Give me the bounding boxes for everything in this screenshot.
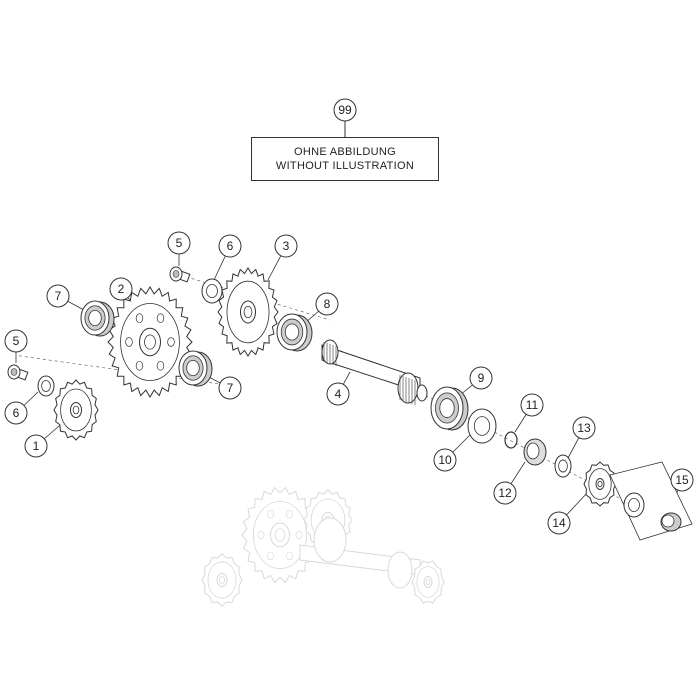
callout-label: 5 <box>13 334 20 348</box>
gear-1 <box>53 379 99 441</box>
note-line-german: OHNE ABBILDUNG <box>293 146 396 158</box>
gear-3 <box>217 267 279 357</box>
callout-circle <box>493 481 517 505</box>
callout-circle <box>4 401 28 425</box>
ghost-assembly-preview <box>201 486 445 607</box>
callout-circle <box>572 416 596 440</box>
callout-label: 12 <box>498 486 512 500</box>
washer-13 <box>554 454 572 478</box>
callout-circle <box>520 393 544 417</box>
screw-5-upper <box>169 266 191 283</box>
callout-circle <box>469 366 493 390</box>
callout-circle <box>547 511 571 535</box>
callout-label: 5 <box>176 236 183 250</box>
screw-5-lower <box>7 364 29 381</box>
shaft-4 <box>321 339 428 405</box>
callout-c2: 2 <box>109 277 133 301</box>
kit-washer <box>623 492 645 518</box>
ghost-gear-large <box>241 486 319 584</box>
callout-c5b: 5 <box>4 329 28 353</box>
callout-c11: 11 <box>520 393 544 417</box>
callout-label: 1 <box>33 439 40 453</box>
callout-label: 10 <box>438 453 452 467</box>
callout-label: 2 <box>118 282 125 296</box>
ghost-sprocket <box>411 560 445 604</box>
callout-99-label: 99 <box>338 103 352 117</box>
callout-label: 9 <box>478 371 485 385</box>
callout-label: 14 <box>552 516 566 530</box>
no-illustration-note: OHNE ABBILDUNG WITHOUT ILLUSTRATION <box>251 137 439 181</box>
callout-label: 15 <box>675 473 689 487</box>
kit-15 <box>609 461 693 541</box>
gear-2 <box>107 286 193 398</box>
bearing-7-lower <box>178 350 213 387</box>
callout-c6a: 6 <box>218 234 242 258</box>
callout-c6b: 6 <box>4 401 28 425</box>
callout-c14: 14 <box>547 511 571 535</box>
callout-c10: 10 <box>433 448 457 472</box>
callout-circle <box>167 231 191 255</box>
seal-10 <box>467 408 497 444</box>
callout-label: 6 <box>13 406 20 420</box>
kit-nut <box>660 512 682 532</box>
bearing-7-upper <box>80 300 115 337</box>
callout-circle <box>4 329 28 353</box>
callout-label: 13 <box>577 421 591 435</box>
callout-c13: 13 <box>572 416 596 440</box>
callout-circle <box>24 434 48 458</box>
callout-circle <box>109 277 133 301</box>
callout-label: 7 <box>55 289 62 303</box>
callout-circle <box>218 376 242 400</box>
callout-circle <box>670 468 694 492</box>
callout-c1: 1 <box>24 434 48 458</box>
callout-circle <box>315 292 339 316</box>
callout-label: 6 <box>227 239 234 253</box>
callout-c12: 12 <box>493 481 517 505</box>
callout-label: 8 <box>324 297 331 311</box>
spacer-12 <box>523 438 547 466</box>
ghost-gear-small <box>201 553 243 607</box>
ghost-bearing-2 <box>387 551 413 589</box>
callout-circle <box>274 234 298 258</box>
callout-c9: 9 <box>469 366 493 390</box>
o-ring-11 <box>504 431 518 449</box>
callout-c7b: 7 <box>218 376 242 400</box>
bearing-9 <box>430 386 469 431</box>
washer-6-lower <box>37 375 55 397</box>
callout-c8: 8 <box>315 292 339 316</box>
callout-c3: 3 <box>274 234 298 258</box>
note-line-english: WITHOUT ILLUSTRATION <box>275 160 415 172</box>
sprocket-14 <box>583 461 617 507</box>
callout-c5a: 5 <box>167 231 191 255</box>
callout-circle <box>433 448 457 472</box>
callout-c4: 4 <box>326 382 350 406</box>
parts <box>7 266 693 541</box>
callout-c7a: 7 <box>46 284 70 308</box>
callout-circle <box>326 382 350 406</box>
ghost-bearing <box>313 517 347 563</box>
callout-label: 11 <box>526 398 539 412</box>
callout-label: 3 <box>283 239 290 253</box>
callout-label: 4 <box>335 387 342 401</box>
callout-circle <box>218 234 242 258</box>
callout-c15: 15 <box>670 468 694 492</box>
bearing-8 <box>276 313 313 352</box>
callout-label: 7 <box>227 381 234 395</box>
callout-circle <box>46 284 70 308</box>
